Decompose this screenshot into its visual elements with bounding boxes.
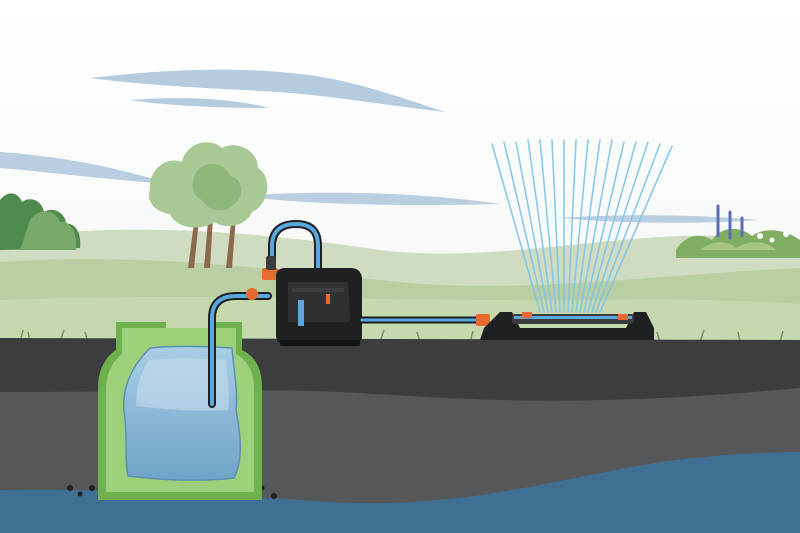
water-spray (491, 139, 673, 313)
underground-tank-icon (98, 322, 262, 500)
bush-icon (0, 193, 81, 250)
cloud-icon (90, 69, 445, 112)
tree-icon (148, 142, 268, 268)
pump-icon (246, 256, 362, 346)
sprinkler-icon (476, 312, 654, 340)
groundwater-layer (0, 452, 800, 533)
cloud-icon (0, 152, 760, 223)
suction-hose (208, 292, 272, 408)
return-hose-loop (268, 219, 322, 280)
shrub-icon (676, 204, 800, 258)
